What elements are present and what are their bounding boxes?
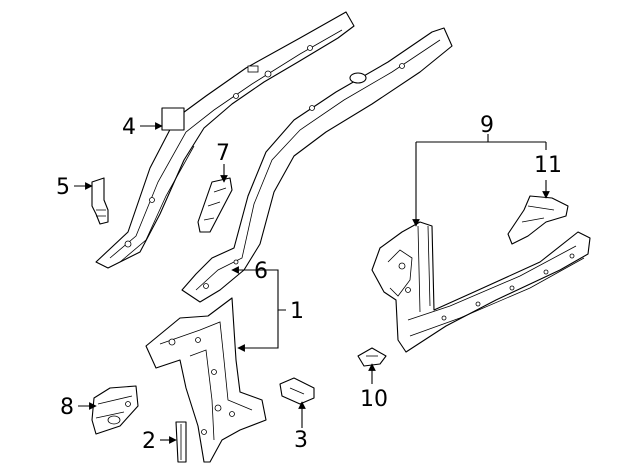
callout-1: 1 — [290, 299, 304, 324]
callout-labels: 1 2 3 4 5 6 7 8 9 10 11 — [56, 113, 562, 454]
callout-11: 11 — [534, 153, 562, 178]
callout-7: 7 — [216, 141, 230, 166]
part-11-bracket[interactable] — [507, 195, 569, 245]
callout-5: 5 — [56, 175, 70, 200]
part-7-reinforcement[interactable] — [197, 177, 233, 233]
callout-6: 6 — [254, 259, 268, 284]
part-2-pillar-strip[interactable] — [175, 421, 187, 463]
callout-3: 3 — [294, 428, 308, 453]
leader-lines — [74, 122, 550, 444]
leader-1 — [256, 269, 286, 311]
callout-2: 2 — [142, 429, 156, 454]
part-5-bracket[interactable] — [91, 177, 109, 225]
part-9-rocker-assembly[interactable] — [371, 221, 591, 353]
part-10-clip[interactable] — [357, 347, 387, 367]
part-4-roof-side-rail[interactable] — [95, 11, 355, 269]
part-3-bracket[interactable] — [279, 377, 315, 405]
callout-8: 8 — [60, 395, 74, 420]
callout-4: 4 — [122, 115, 136, 140]
callout-10: 10 — [360, 387, 388, 412]
part-6-roof-rail-long[interactable] — [181, 27, 453, 303]
part-8-box-bracket[interactable] — [91, 385, 139, 435]
leader-1b — [237, 310, 279, 352]
part-1-center-pillar[interactable] — [145, 297, 267, 463]
callout-9: 9 — [480, 113, 494, 138]
